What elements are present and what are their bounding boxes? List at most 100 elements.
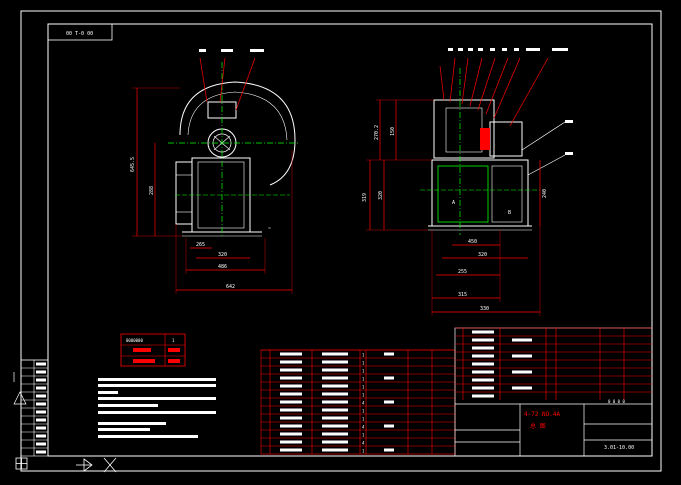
legend-box (120, 333, 186, 367)
parts-row-qty: 1 (362, 417, 365, 422)
parts-row-code (280, 352, 302, 356)
snap-icon[interactable] (103, 457, 117, 473)
parts-row-qty: 4 (362, 425, 365, 430)
front-dim-h-0: 265 (196, 242, 205, 248)
parts-row-code (280, 416, 302, 420)
side-dim-v-2: 319 (362, 193, 368, 202)
front-dim-h-2: 486 (218, 264, 227, 270)
parts-row-qty: 4 (362, 401, 365, 406)
title-block-parts-grid (462, 328, 625, 400)
front-dim-v-1: 288 (149, 186, 155, 195)
legend-col2: 1 (172, 338, 175, 343)
outer-frame (20, 10, 662, 472)
parts-row-code (280, 432, 302, 436)
title-block-row-name (512, 338, 532, 342)
parts-row-name (322, 448, 348, 452)
parts-row-name (322, 408, 348, 412)
crosshair-icon[interactable] (15, 457, 28, 470)
parts-row-code (280, 392, 302, 396)
header-tag-box (47, 23, 113, 41)
left-row-cell (36, 402, 46, 406)
front-dim-v-0: 645.5 (130, 157, 136, 172)
title-block-row-code (472, 370, 494, 374)
left-row-cell (36, 418, 46, 422)
front-note-right: ~ (268, 226, 271, 232)
parts-row-code (280, 360, 302, 364)
title-block-row-code (472, 346, 494, 350)
side-dim-h-1: 320 (478, 252, 487, 258)
parts-row-code (280, 376, 302, 380)
tech-notes (98, 378, 216, 438)
side-dim-h-2: 255 (458, 269, 467, 275)
left-row-cell (36, 410, 46, 414)
parts-row-name (322, 432, 348, 436)
parts-row-qty: 1 (362, 377, 365, 382)
parts-row-qty: 4 (362, 441, 365, 446)
parts-row-qty: 1 (362, 361, 365, 366)
title-block-drawing-no: 3.01-10.00 (604, 445, 634, 451)
parts-row-qty: 1 (362, 385, 365, 390)
parts-row-qty: 1 (362, 353, 365, 358)
parts-row-material (384, 352, 394, 356)
side-dim-v-1: 150 (390, 127, 396, 136)
title-block-row-name (512, 370, 532, 374)
title-block-row-code (472, 378, 494, 382)
parts-row-name (322, 384, 348, 388)
left-row-cell (36, 450, 46, 454)
left-revision-rows (21, 359, 48, 454)
left-row-cell (36, 394, 46, 398)
title-block-row-code (472, 354, 494, 358)
parts-row-code (280, 384, 302, 388)
parts-row-name (322, 416, 348, 420)
parts-row-material (384, 424, 394, 428)
parts-row-material (384, 448, 394, 452)
side-dim-v-4: 240 (542, 189, 548, 198)
title-block-row-code (472, 338, 494, 342)
side-dim-v-0: 270.2 (374, 125, 380, 140)
parts-row-code (280, 408, 302, 412)
left-row-cell (36, 386, 46, 390)
parts-row-material (384, 400, 394, 404)
side-label-a: A (452, 200, 455, 206)
title-block-row-code (472, 386, 494, 390)
legend-col1: 0000000 (126, 338, 143, 343)
side-dim-v-3: 320 (378, 191, 384, 200)
title-block-mark: 0 0 0 0 (608, 399, 625, 404)
title-block-row-code (472, 394, 494, 398)
side-dim-h-3: 315 (458, 292, 467, 298)
title-block-model: 4-72 NO.4A (524, 411, 561, 418)
side-dim-h-4: 330 (480, 306, 489, 312)
title-block-row-name (512, 386, 532, 390)
parts-row-name (322, 424, 348, 428)
title-block-row-code (472, 330, 494, 334)
parts-list-rows (261, 349, 455, 452)
title-block-row-name (512, 354, 532, 358)
parts-row-name (322, 368, 348, 372)
side-label-b: B (508, 210, 511, 216)
title-block-rows (455, 327, 652, 398)
parts-row-qty: 1 (362, 393, 365, 398)
parts-row-name (322, 400, 348, 404)
parts-row-name (322, 360, 348, 364)
parts-row-qty: 1 (362, 449, 365, 454)
front-dim-h-3: 642 (226, 284, 235, 290)
parts-row-material (384, 376, 394, 380)
title-block-row-code (472, 362, 494, 366)
left-row-cell (36, 426, 46, 430)
parts-row-code (280, 400, 302, 404)
inner-frame (47, 23, 653, 457)
parts-row-code (280, 448, 302, 452)
left-row-cell (36, 370, 46, 374)
parts-row-name (322, 376, 348, 380)
title-block-name: 总 图 (530, 422, 546, 430)
front-dim-h-1: 320 (218, 252, 227, 258)
parts-row-code (280, 440, 302, 444)
parts-row-name (322, 440, 348, 444)
header-tag: 00 T-0 00 (66, 31, 93, 37)
arrow-icon[interactable] (76, 458, 93, 472)
side-view (366, 48, 573, 316)
left-row-cell (36, 434, 46, 438)
front-view (132, 49, 300, 294)
